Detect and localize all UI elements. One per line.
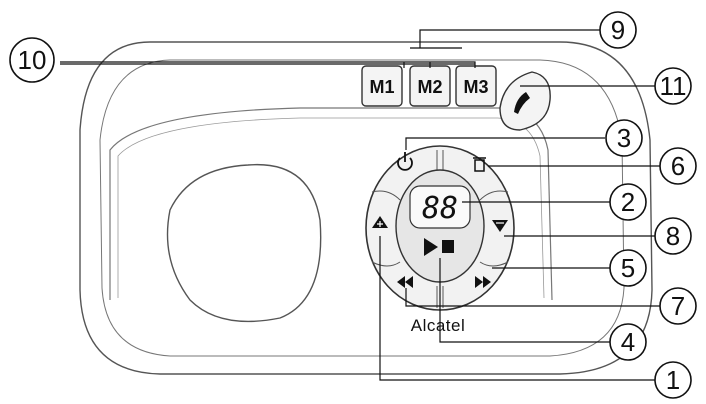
leader-1 bbox=[379, 236, 655, 381]
memory-key-m1[interactable] bbox=[361, 65, 403, 107]
leader-10 bbox=[60, 61, 476, 68]
callout-11-circle bbox=[654, 67, 692, 105]
callout-1-circle bbox=[654, 361, 692, 399]
callout-9-circle bbox=[599, 11, 637, 49]
callout-leader-lines bbox=[60, 29, 660, 381]
lcd-counter: 88 bbox=[422, 191, 458, 226]
speaker-grille bbox=[166, 163, 322, 323]
callout-3: 3 bbox=[617, 123, 631, 153]
callout-4-circle bbox=[609, 323, 647, 361]
handset-icon bbox=[514, 92, 530, 114]
device-inner-body bbox=[99, 59, 625, 357]
rewind-icon[interactable] bbox=[397, 276, 413, 288]
callout-7-circle bbox=[659, 287, 697, 325]
callout-2-circle bbox=[609, 183, 647, 221]
callout-6-circle bbox=[659, 147, 697, 185]
power-icon[interactable] bbox=[397, 152, 413, 171]
leader-3 bbox=[405, 137, 605, 150]
memory-key-m2-label: M2 bbox=[417, 77, 442, 97]
device-outer-body bbox=[79, 41, 653, 375]
callout-8-circle bbox=[654, 217, 692, 255]
brand-logo: Alcatel bbox=[411, 316, 466, 335]
callout-8: 8 bbox=[666, 221, 680, 251]
callout-6: 6 bbox=[671, 151, 685, 181]
handset-cradle bbox=[109, 107, 553, 301]
ring-separator-bottom-left bbox=[371, 261, 401, 267]
callout-11: 11 bbox=[660, 71, 687, 101]
callouts bbox=[9, 11, 697, 399]
cradle-edge bbox=[117, 117, 545, 299]
callout-1: 1 bbox=[666, 365, 680, 395]
callout-2: 2 bbox=[621, 187, 635, 217]
play-stop-icon[interactable] bbox=[424, 238, 438, 256]
lcd-display bbox=[409, 185, 471, 229]
stop-square bbox=[442, 240, 454, 253]
volume-up-plus bbox=[377, 221, 383, 227]
callout-7: 7 bbox=[671, 291, 685, 321]
ring-separator-top-right bbox=[479, 190, 509, 201]
callout-5-circle bbox=[609, 249, 647, 287]
callout-4: 4 bbox=[621, 327, 635, 357]
memory-key-m3[interactable] bbox=[455, 65, 497, 107]
memory-key-m3-label: M3 bbox=[463, 77, 488, 97]
memory-key-m1-label: M1 bbox=[369, 77, 394, 97]
fast-forward-icon[interactable] bbox=[475, 276, 491, 288]
delete-icon[interactable] bbox=[473, 157, 486, 172]
leader-7 bbox=[405, 288, 660, 307]
ring-separator-top bbox=[436, 150, 444, 170]
ring-separator-top-left bbox=[371, 190, 401, 201]
callout-9: 9 bbox=[611, 15, 625, 45]
callout-3-circle bbox=[605, 119, 643, 157]
ring-separator-bottom-right bbox=[479, 261, 509, 267]
callout-10: 10 bbox=[18, 45, 47, 75]
callout-10-circle bbox=[9, 37, 55, 83]
ring-separator-bottom bbox=[436, 286, 444, 308]
leader-4 bbox=[439, 258, 610, 343]
callout-5: 5 bbox=[621, 253, 635, 283]
leader-9 bbox=[419, 29, 600, 48]
